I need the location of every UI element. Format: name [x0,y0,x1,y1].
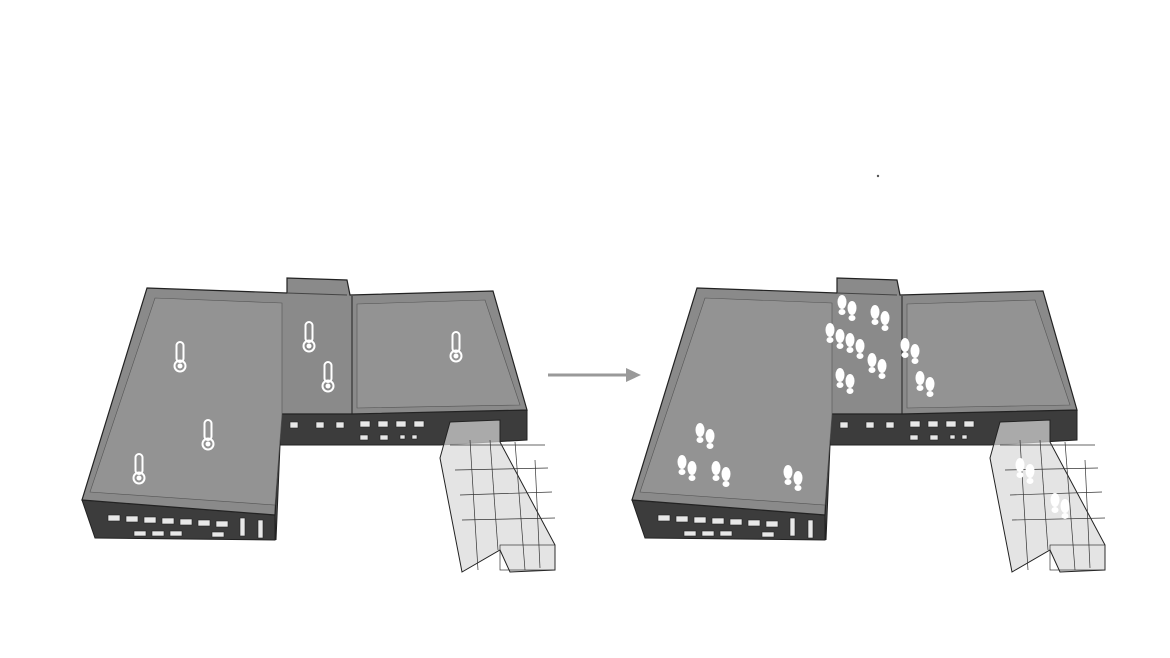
building-left [81,277,556,573]
arrow-right-icon [548,368,641,382]
building-right [631,277,1106,573]
stray-dot [876,174,880,178]
